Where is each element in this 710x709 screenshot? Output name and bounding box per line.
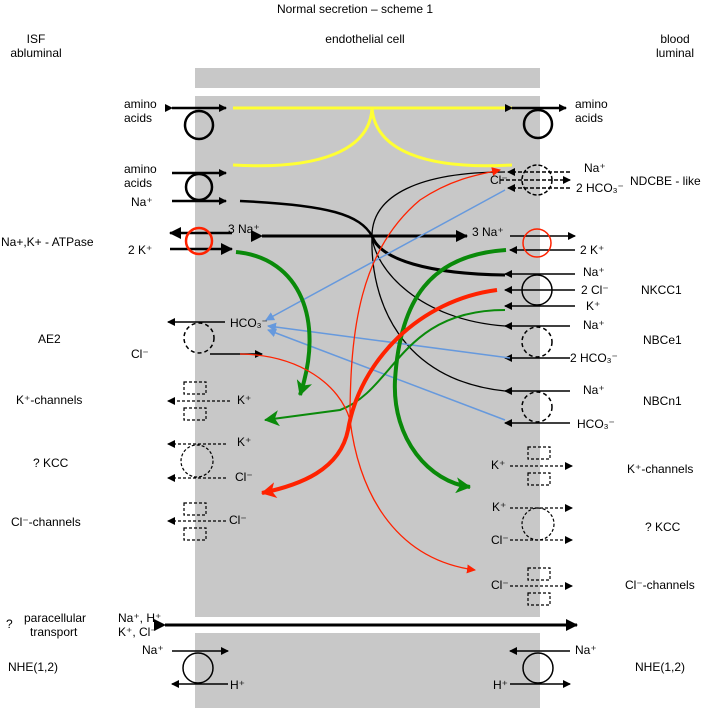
ae2-cl-label: Cl⁻ [131,347,149,361]
ndcbe-hco3-label: 2 HCO₃⁻ [576,181,624,195]
endothelial-cell-label: endothelial cell [325,32,405,46]
left-amino-label-1: amino [124,97,157,111]
left-cl-channels [167,502,226,541]
right-nhe-na-label: Na⁺ [575,643,597,657]
sodium-pathways [239,171,506,392]
left-kcc-cl-label: Cl⁻ [235,470,253,484]
nbcn1-hco3-label: HCO₃⁻ [577,417,615,431]
para-ions-label-1: Na⁺, H⁺ [118,611,162,625]
right-acids-label: acids [575,111,604,125]
right-nkcc1-name: NKCC1 [641,283,682,297]
right-ndcbe-name: NDCBE - like [630,174,701,188]
left-clchannels-name: Cl⁻-channels [11,515,81,529]
right-kcc-k-label: K⁺ [492,500,507,514]
ndcbe-transporter [500,164,571,196]
nbce1-transporter [504,322,570,362]
ae2-transporter [167,318,263,358]
nkcc1-na-label: Na⁺ [583,265,605,279]
left-acids-label-2: acids [124,176,153,190]
right-kcc-cl-label: Cl⁻ [491,533,509,547]
right-kcc [510,504,573,544]
cell-top-gap [195,88,540,96]
right-cl-channels [510,567,573,606]
left-na-k-atpase [169,226,233,256]
left-nhe [171,647,229,688]
paracellular-question: ? [6,617,13,631]
ndcbe-na-label: Na⁺ [584,161,606,175]
para-ions-label-2: K⁺, Cl⁻ [118,625,157,639]
diagram-title: Normal secretion – scheme 1 [276,2,434,16]
ndcbe-cl-label: Cl⁻ [490,173,508,187]
left-amino-transporter-1 [165,104,227,141]
left-atpase-name: Na+,K+ - ATPase [1,235,94,249]
right-kchannels-name: K⁺-channels [627,462,694,476]
chloride-paths [239,167,501,574]
potassium-paths [235,248,507,494]
left-amino-label-2: amino [124,162,157,176]
left-kchannels-name: K⁺-channels [16,393,83,407]
paracellular-name-2: transport [30,625,78,639]
right-k-channels [510,446,573,486]
left-kcc-name: ? KCC [33,456,69,470]
blood-label: blood [660,32,690,46]
left-nhe-na-label: Na⁺ [142,643,164,657]
right-clchannel-cl-label: Cl⁻ [491,578,509,592]
right-na-k-atpase [509,228,576,258]
nbcn1-na-label: Na⁺ [583,383,605,397]
left-clchannel-cl-label: Cl⁻ [229,513,247,527]
left-k2-label: 2 K⁺ [128,243,153,257]
right-nhe-name: NHE(1,2) [635,660,686,674]
paracellular-name-1: paracellular [24,611,87,625]
isf-label: ISF [26,32,46,46]
nbce1-hco3-label: 2 HCO₃⁻ [570,351,618,365]
right-nhe [509,647,571,688]
amino-acid-path [232,106,513,168]
nbce1-na-label: Na⁺ [583,318,605,332]
right-amino-transporter [505,104,567,140]
right-nhe-h-label: H⁺ [493,678,508,692]
right-nbce1-name: NBCe1 [643,333,682,347]
left-na-amino-label: Na⁺ [131,195,153,209]
nbcn1-transporter [504,387,570,427]
left-kchannel-k-label: K⁺ [237,393,252,407]
right-na3-label: 3 Na⁺ [472,225,504,239]
left-kcc [167,440,226,482]
left-nhe-h-label: H⁺ [230,678,245,692]
nkcc1-cl-label: 2 Cl⁻ [581,283,609,297]
ae2-hco3-label: HCO₃⁻ [230,316,268,330]
right-k2-label: 2 K⁺ [580,243,605,257]
nkcc1-k-label: K⁺ [586,299,601,313]
right-nbcn1-name: NBCn1 [643,394,682,408]
right-kchannel-k-label: K⁺ [491,458,506,472]
left-kcc-k-label: K⁺ [237,435,252,449]
right-kcc-name: ? KCC [645,520,681,534]
left-amino-transporter-2 [172,169,227,205]
abluminal-label: abluminal [10,46,62,60]
right-clchannels-name: Cl⁻-channels [625,578,695,592]
left-ae2-name: AE2 [38,332,61,346]
left-acids-label-1: acids [124,111,153,125]
left-na3-label: 3 Na⁺ [228,222,260,236]
right-amino-label: amino [575,97,608,111]
left-k-channels [167,381,230,421]
nkcc1-transporter [504,270,575,310]
left-nhe-name: NHE(1,2) [8,660,59,674]
luminal-label: luminal [655,46,694,60]
